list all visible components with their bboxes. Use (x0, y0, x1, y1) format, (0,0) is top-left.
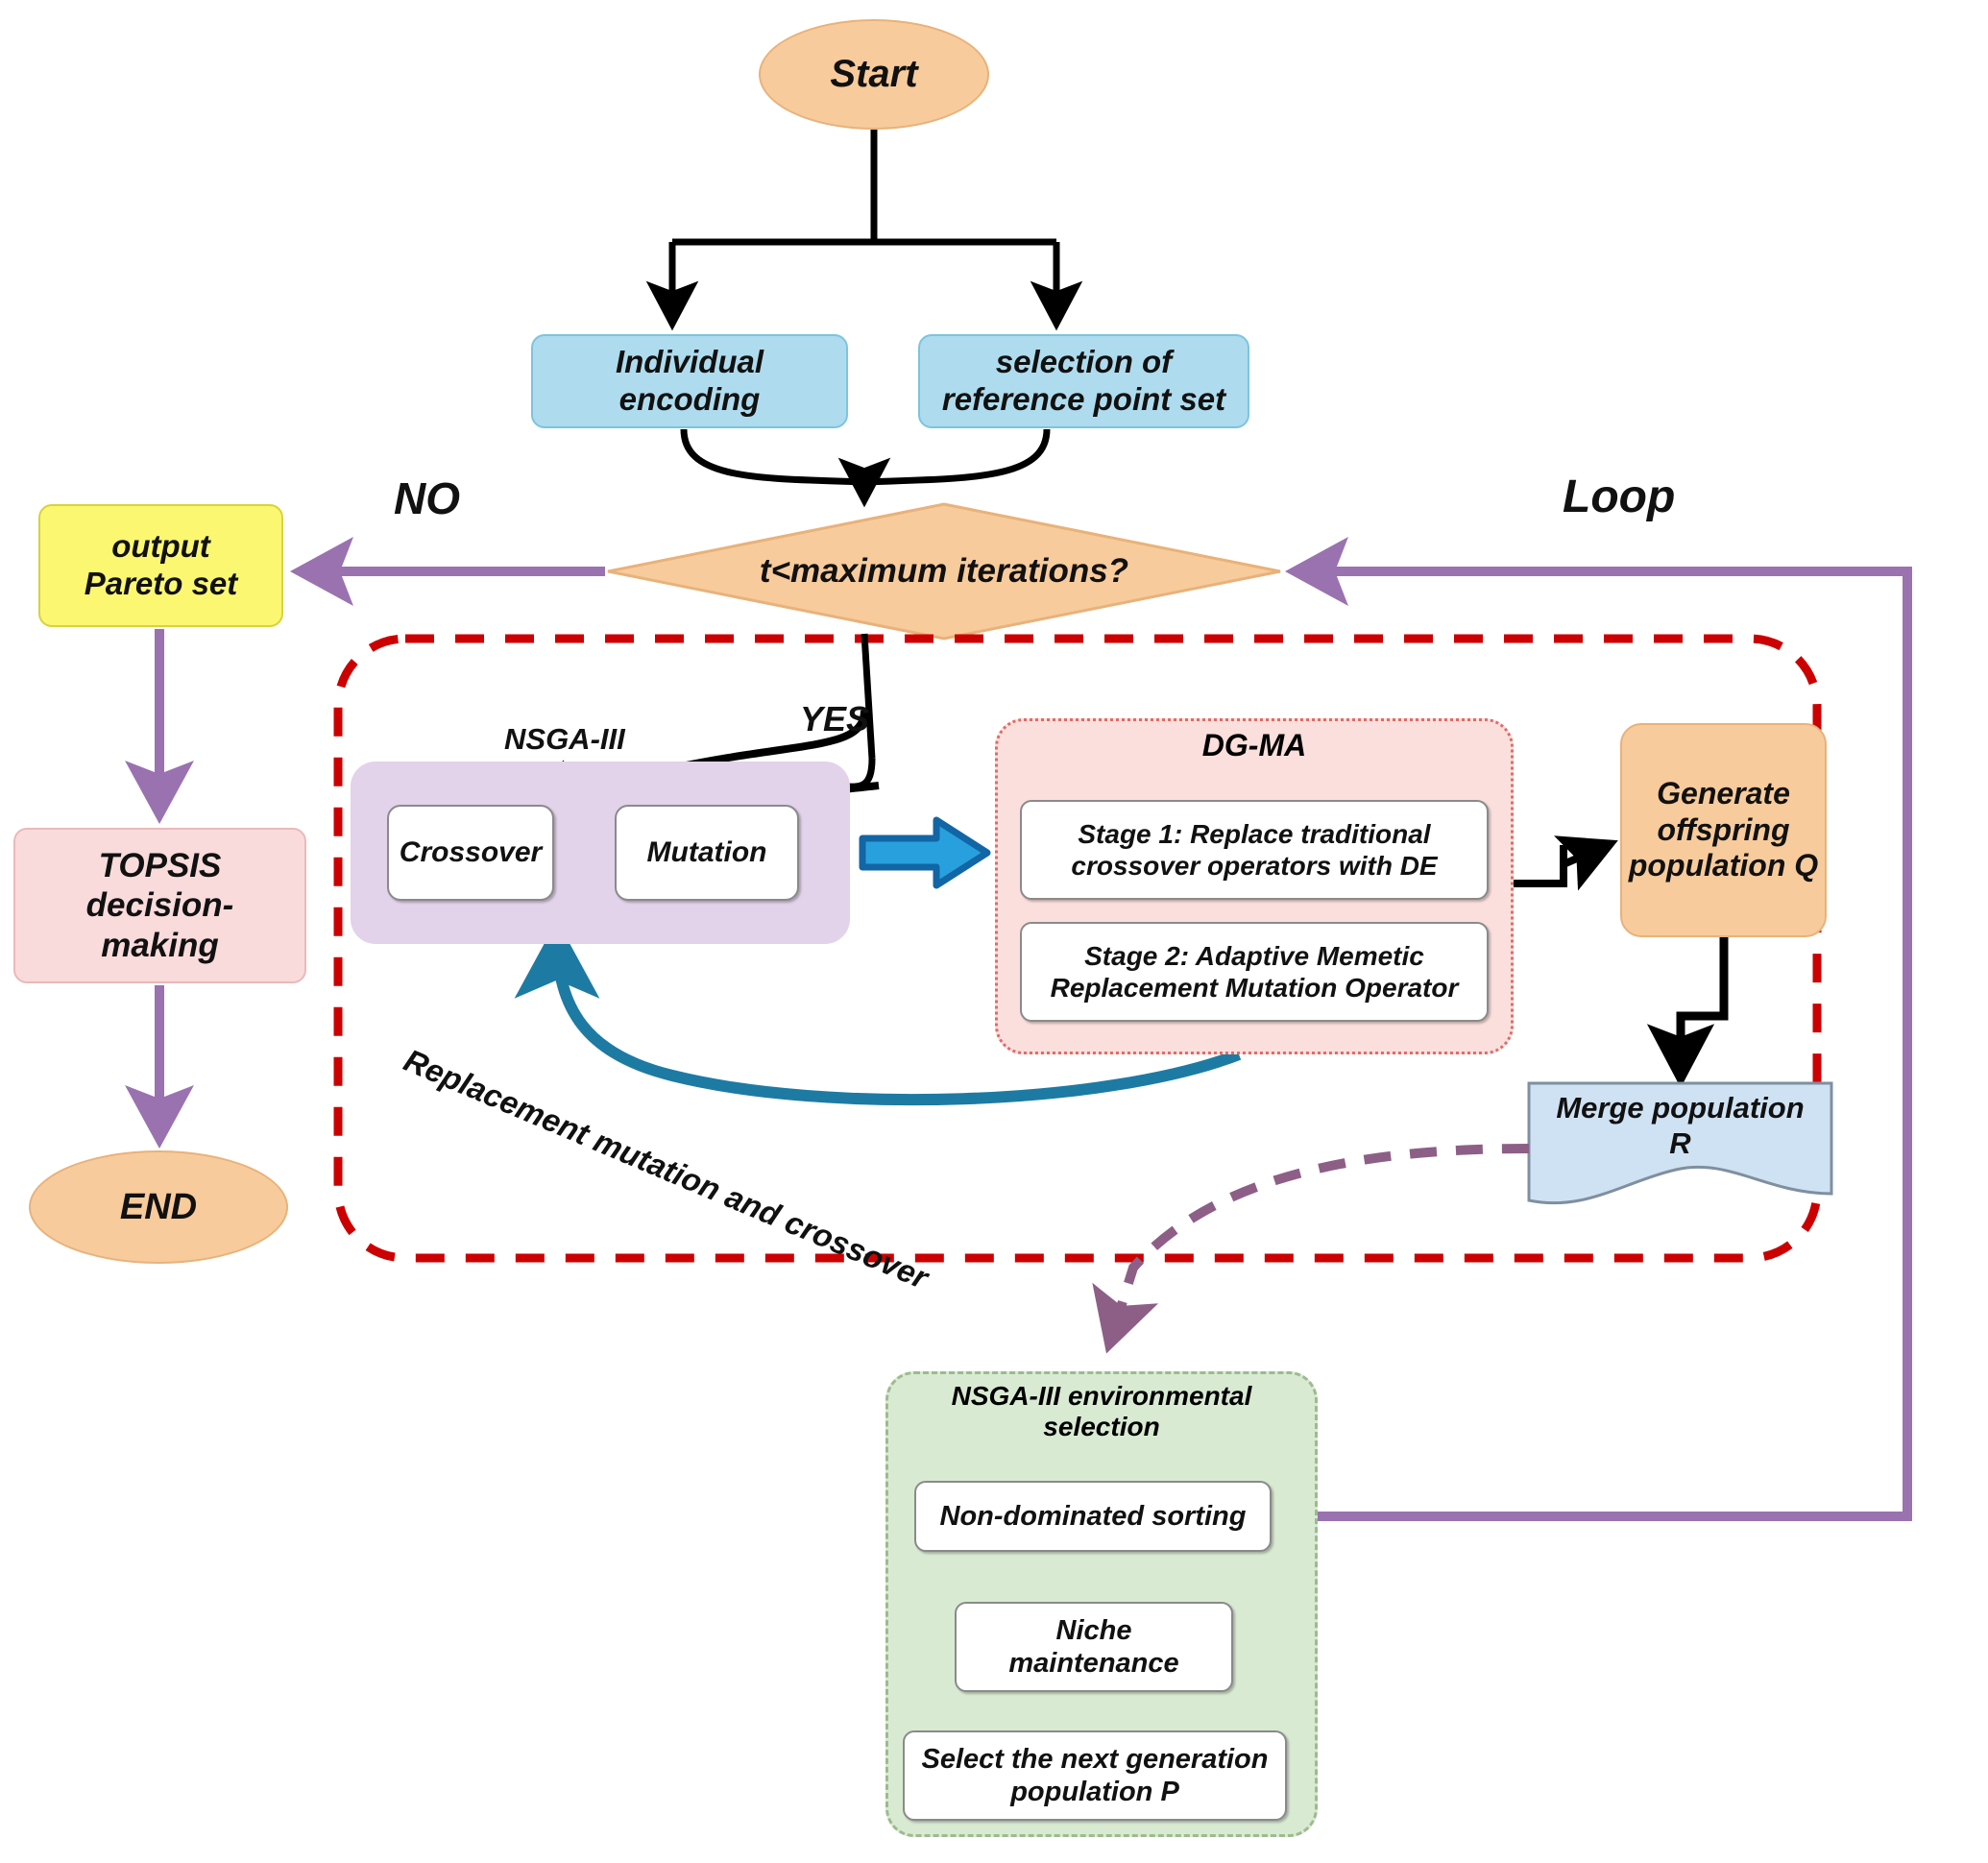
node-merge-population-r[interactable]: Merge population R (1556, 1091, 1805, 1160)
edge-loop-return (1272, 537, 1912, 1521)
node-decision-max-iterations[interactable]: t<maximum iterations? (759, 552, 1129, 591)
edge-start-split (672, 130, 1056, 246)
node-topsis-decision-making[interactable]: TOPSIS decision- making (13, 828, 306, 983)
edge-individual-merge (680, 428, 865, 486)
blue-arrow-to-dgma (859, 816, 991, 889)
edge-genq-to-merger (1676, 937, 1729, 1066)
edge-dgma-to-genq-head (1554, 835, 1618, 891)
node-dgma-stage-2[interactable]: Stage 2: Adaptive Memetic Replacement Mu… (1020, 922, 1489, 1022)
node-mutation[interactable]: Mutation (615, 805, 799, 901)
decision-diamond-shape (607, 502, 1281, 641)
merge-population-shape (1527, 1081, 1833, 1205)
edge-replacement-feedback (514, 920, 1242, 1106)
edge-refpoint-merge (863, 428, 1051, 486)
loop-body-dashed-container (333, 634, 1822, 1263)
node-start[interactable]: Start (759, 19, 989, 130)
edge-dgma-to-genq (1514, 845, 1567, 887)
node-reference-point-selection[interactable]: selection of reference point set (918, 334, 1249, 428)
node-end[interactable]: END (29, 1150, 288, 1264)
node-individual-encoding[interactable]: Individual encoding (531, 334, 848, 428)
node-select-next-generation-population-p[interactable]: Select the next generation population P (903, 1730, 1287, 1821)
environmental-selection-title: NSGA-III environmental selection (951, 1381, 1252, 1441)
node-dgma-stage-1[interactable]: Stage 1: Replace traditional crossover o… (1020, 800, 1489, 900)
node-generate-offspring-population-q[interactable]: Generate offspring population Q (1620, 723, 1827, 937)
label-nsga3-group: NSGA-III (504, 722, 625, 756)
label-no-branch: NO (394, 473, 460, 523)
node-niche-maintenance[interactable]: Niche maintenance (955, 1602, 1233, 1692)
node-non-dominated-sorting[interactable]: Non-dominated sorting (914, 1481, 1272, 1552)
label-yes-branch: YES (800, 699, 870, 738)
label-loop: Loop (1563, 472, 1676, 522)
node-output-pareto-set[interactable]: output Pareto set (38, 504, 283, 627)
node-crossover[interactable]: Crossover (387, 805, 554, 901)
edge-merger-to-env (1092, 1144, 1530, 1354)
dgma-group-title: DG-MA (1201, 728, 1307, 762)
